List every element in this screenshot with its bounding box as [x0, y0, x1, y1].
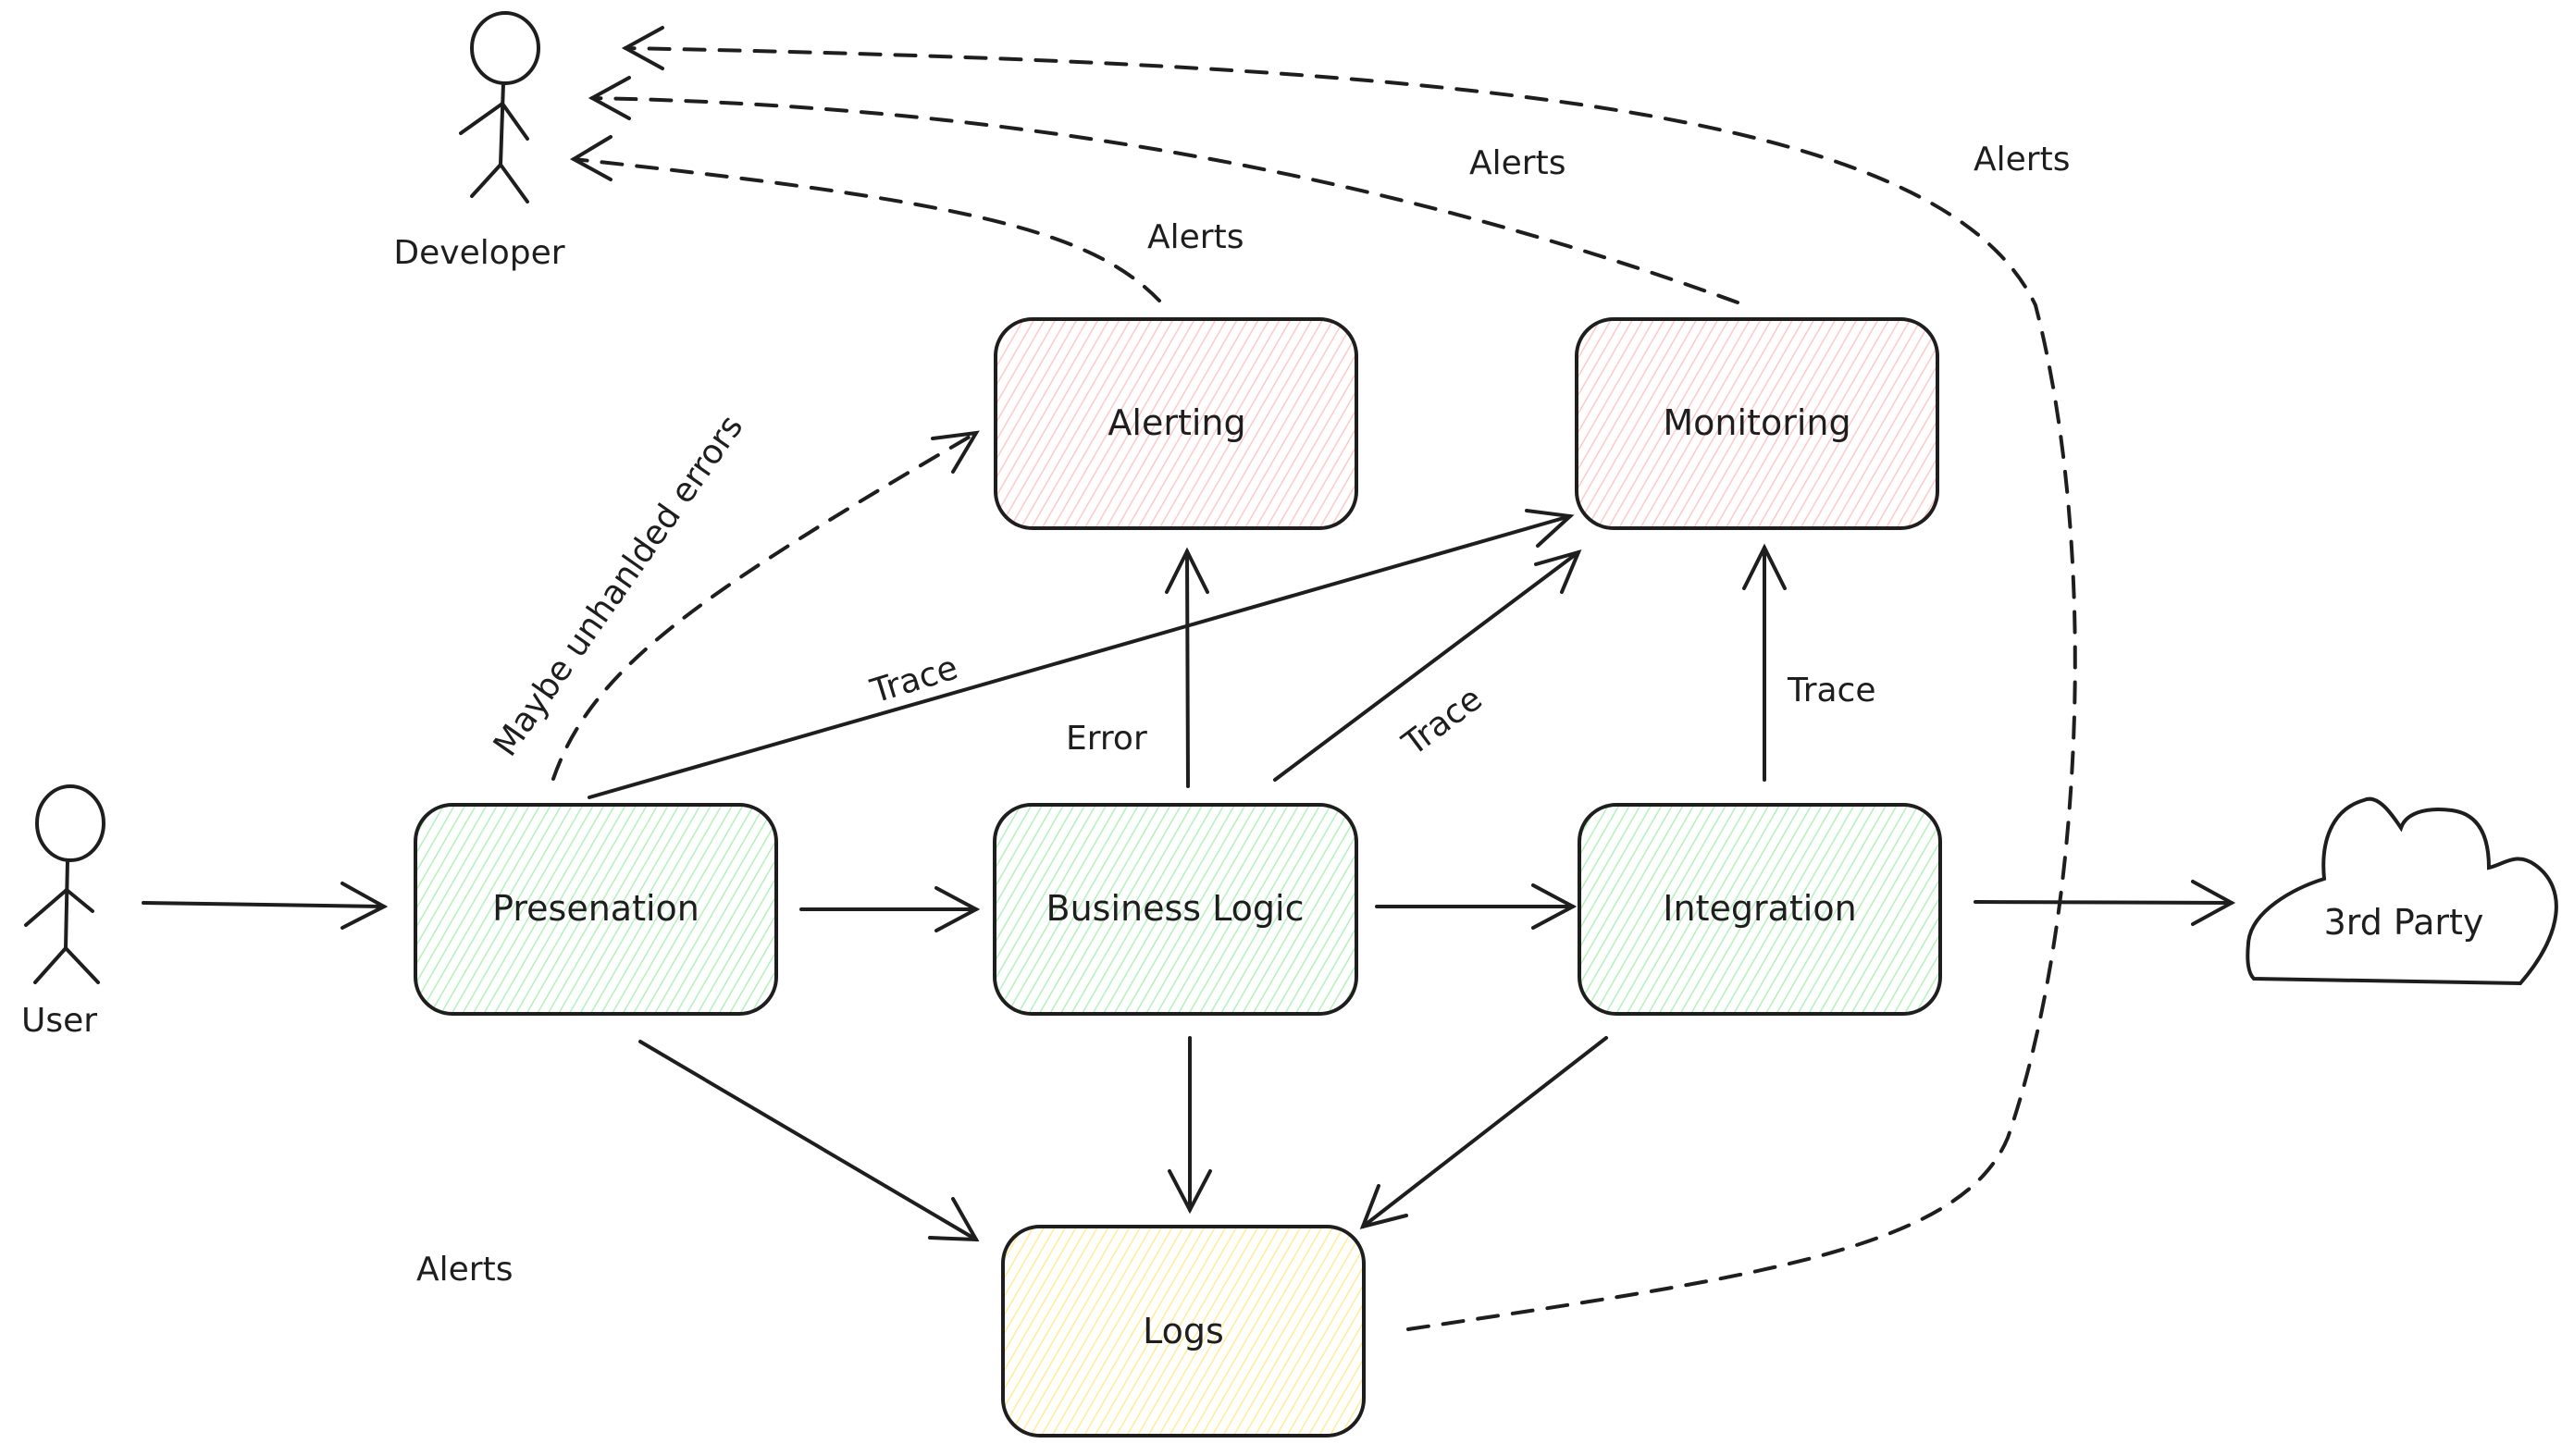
- edge-presentation-business: [799, 886, 981, 932]
- edge-business-monitoring: [1273, 549, 1582, 782]
- edge-presentation-monitoring: [588, 509, 1575, 799]
- edge-label-alerts-floating: Alerts: [416, 1251, 513, 1289]
- node-label: Monitoring: [1663, 402, 1850, 443]
- edge-presentation-logs: [638, 1040, 980, 1242]
- user-actor: User: [21, 784, 105, 1040]
- edge-label-alerts-logs: Alerts: [1974, 141, 2070, 179]
- node-logs[interactable]: Logs: [1001, 1225, 1366, 1437]
- edge-integration-logs: [1359, 1036, 1608, 1229]
- edge-label-trace-business: Trace: [1395, 680, 1490, 764]
- node-label: Logs: [1143, 1311, 1224, 1351]
- edge-alerting-developer: [569, 135, 1161, 302]
- edge-business-integration: [1375, 883, 1578, 930]
- edge-label-trace-integration: Trace: [1787, 672, 1876, 709]
- user-label: User: [21, 1002, 97, 1040]
- node-label: Integration: [1663, 888, 1856, 929]
- edge-monitoring-developer: [588, 76, 1739, 304]
- developer-actor: Developer: [393, 11, 565, 272]
- node-monitoring[interactable]: Monitoring: [1575, 317, 1939, 530]
- edge-integration-monitoring: [1742, 543, 1787, 782]
- node-presentation[interactable]: Presenation: [414, 803, 778, 1016]
- edge-label-alerts-alerting: Alerts: [1147, 218, 1244, 256]
- edge-integration-thirdparty: [1974, 880, 2236, 926]
- edge-logs-developer: [621, 26, 2077, 1331]
- edge-user-presentation: [142, 882, 389, 930]
- edge-label-trace-presentation: Trace: [866, 648, 962, 710]
- edge-business-logs: [1168, 1036, 1212, 1215]
- edge-business-alerting: [1165, 547, 1209, 788]
- edge-label-error: Error: [1066, 720, 1147, 758]
- node-label: Alerting: [1108, 402, 1245, 443]
- node-third-party[interactable]: 3rd Party: [2246, 796, 2558, 986]
- node-label: Business Logic: [1046, 888, 1305, 929]
- node-integration[interactable]: Integration: [1578, 803, 1942, 1016]
- node-alerting[interactable]: Alerting: [994, 317, 1358, 530]
- node-label: Presenation: [492, 888, 699, 929]
- edge-label-alerts-monitoring: Alerts: [1469, 144, 1565, 182]
- cloud-icon: [2246, 796, 2558, 986]
- node-business-logic[interactable]: Business Logic: [993, 803, 1358, 1016]
- stick-figure-icon: [459, 11, 540, 204]
- edge-label-maybe-unhandled: Maybe unhanlded errors: [487, 409, 751, 763]
- developer-label: Developer: [393, 234, 564, 272]
- edge-presentation-alerting: [551, 430, 980, 781]
- stick-figure-icon: [24, 784, 105, 984]
- node-label: 3rd Party: [2324, 902, 2484, 943]
